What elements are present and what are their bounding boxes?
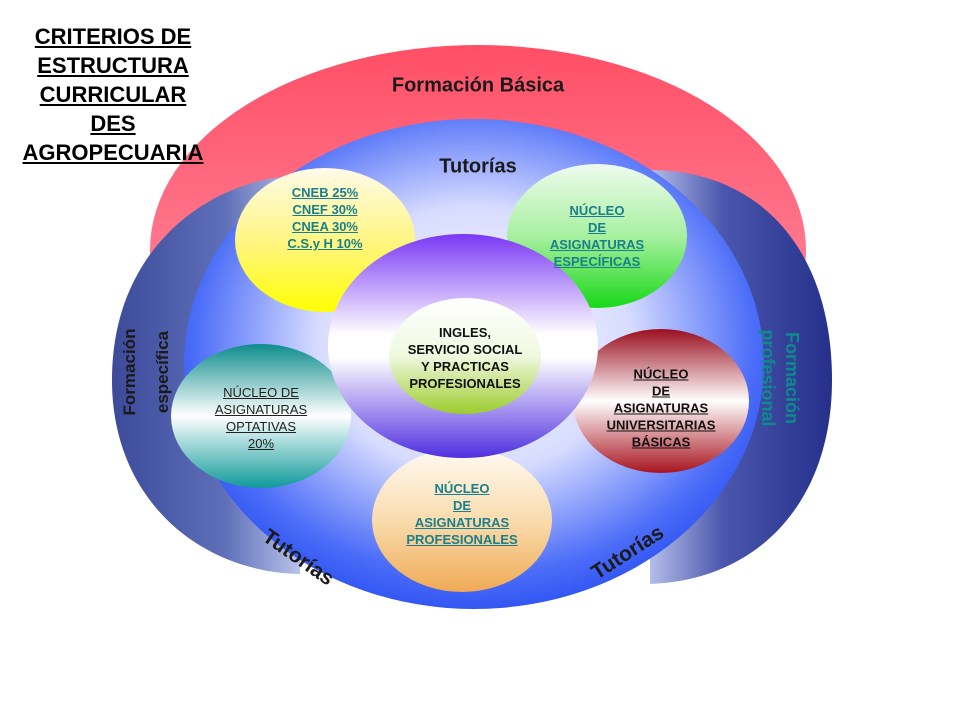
- node-profesionales-line: PROFESIONALES: [406, 532, 518, 547]
- node-universitarias[interactable]: NÚCLEO DE ASIGNATURAS UNIVERSITARIAS BÁS…: [607, 366, 716, 451]
- node-center-line: PROFESIONALES: [409, 376, 521, 391]
- node-especificas-line: ESPECÍFICAS: [553, 254, 641, 269]
- node-cneb-line: C.S.y H 10%: [287, 236, 363, 251]
- title-line: DES: [90, 111, 136, 136]
- node-cneb-line: CNEA 30%: [292, 219, 358, 234]
- node-cneb-line: CNEF 30%: [292, 202, 358, 217]
- formacion-profesional-line-1: Formación: [782, 331, 802, 425]
- tutorias-top-label: Tutorías: [439, 155, 517, 178]
- node-profesionales[interactable]: NÚCLEO DE ASIGNATURAS PROFESIONALES: [406, 480, 517, 548]
- formacion-profesional-label: Formación profesional: [756, 329, 804, 426]
- node-universitarias-line: NÚCLEO: [633, 366, 689, 382]
- diagram-title: CRITERIOS DE ESTRUCTURA CURRICULAR DES A…: [8, 22, 218, 167]
- node-optativas-line: NÚCLEO DE: [223, 385, 299, 400]
- node-universitarias-line: UNIVERSITARIAS: [606, 417, 716, 433]
- node-optativas-line: ASIGNATURAS: [214, 402, 308, 417]
- node-universitarias-line: DE: [651, 383, 671, 399]
- node-especificas[interactable]: NÚCLEO DE ASIGNATURAS ESPECÍFICAS: [550, 202, 644, 270]
- node-universitarias-bubble: [573, 329, 749, 473]
- title-line: CURRICULAR: [39, 82, 187, 107]
- node-optativas-line: 20%: [247, 436, 275, 451]
- node-profesionales-line: ASIGNATURAS: [414, 515, 510, 530]
- node-profesionales-line: NÚCLEO: [434, 481, 490, 496]
- node-optativas-bubble: [171, 344, 351, 488]
- node-cneb[interactable]: CNEB 25% CNEF 30% CNEA 30% C.S.y H 10%: [287, 184, 362, 252]
- title-line: AGROPECUARIA: [22, 140, 204, 165]
- node-center-line: INGLES,: [438, 325, 491, 340]
- node-especificas-line: ASIGNATURAS: [549, 237, 645, 252]
- title-line: ESTRUCTURA: [37, 53, 189, 78]
- node-profesionales-bubble: [372, 448, 552, 592]
- formacion-especifica-label-2: específica: [153, 330, 172, 414]
- formacion-profesional-line-2: profesional: [758, 329, 778, 427]
- node-universitarias-line: ASIGNATURAS: [613, 400, 709, 416]
- node-center: INGLES, SERVICIO SOCIAL Y PRACTICAS PROF…: [408, 324, 523, 392]
- node-center-line: Y PRACTICAS: [421, 359, 509, 374]
- node-optativas[interactable]: NÚCLEO DE ASIGNATURAS OPTATIVAS 20%: [215, 384, 307, 452]
- node-cneb-line: CNEB 25%: [291, 185, 359, 200]
- node-universitarias-line: BÁSICAS: [631, 434, 691, 450]
- formacion-especifica-label-1: Formación: [120, 328, 139, 416]
- node-center-line: SERVICIO SOCIAL: [407, 342, 523, 357]
- node-especificas-line: DE: [587, 220, 607, 235]
- title-line: CRITERIOS DE: [34, 24, 192, 49]
- node-center-inner: [389, 298, 541, 414]
- node-especificas-line: NÚCLEO: [569, 203, 625, 218]
- node-profesionales-line: DE: [452, 498, 472, 513]
- formacion-basica-label: Formación Básica: [391, 74, 565, 97]
- node-optativas-line: OPTATIVAS: [225, 419, 297, 434]
